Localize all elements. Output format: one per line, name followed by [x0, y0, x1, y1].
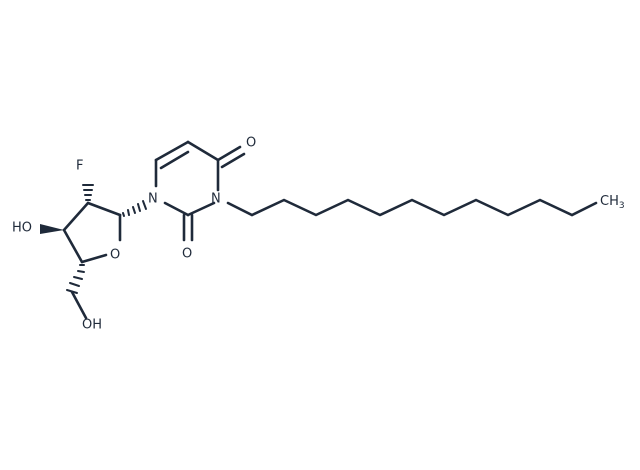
nitrogen-1: N	[148, 192, 158, 207]
methyl-label: CH	[600, 194, 619, 209]
carbonyl-bonds	[182, 145, 246, 242]
methyl-subscript: 3	[619, 201, 625, 211]
carbonyl-oxygen-top: O	[246, 136, 256, 151]
hydroxyl-ring: HO	[12, 221, 32, 236]
nitrogen-3: N	[211, 192, 221, 207]
furanose-ring	[62, 201, 122, 264]
stereo-bonds	[40, 184, 147, 294]
ring-oxygen: O	[110, 248, 120, 263]
ch2-oh-bond	[70, 290, 88, 320]
dodecyl-chain	[226, 198, 598, 217]
methyl-group: CH3	[600, 194, 625, 211]
fluorine-atom: F	[76, 159, 83, 174]
hydroxyl-terminal: OH	[82, 318, 102, 333]
pyrimidine-ring	[154, 140, 220, 217]
carbonyl-oxygen-bottom: O	[182, 247, 192, 262]
